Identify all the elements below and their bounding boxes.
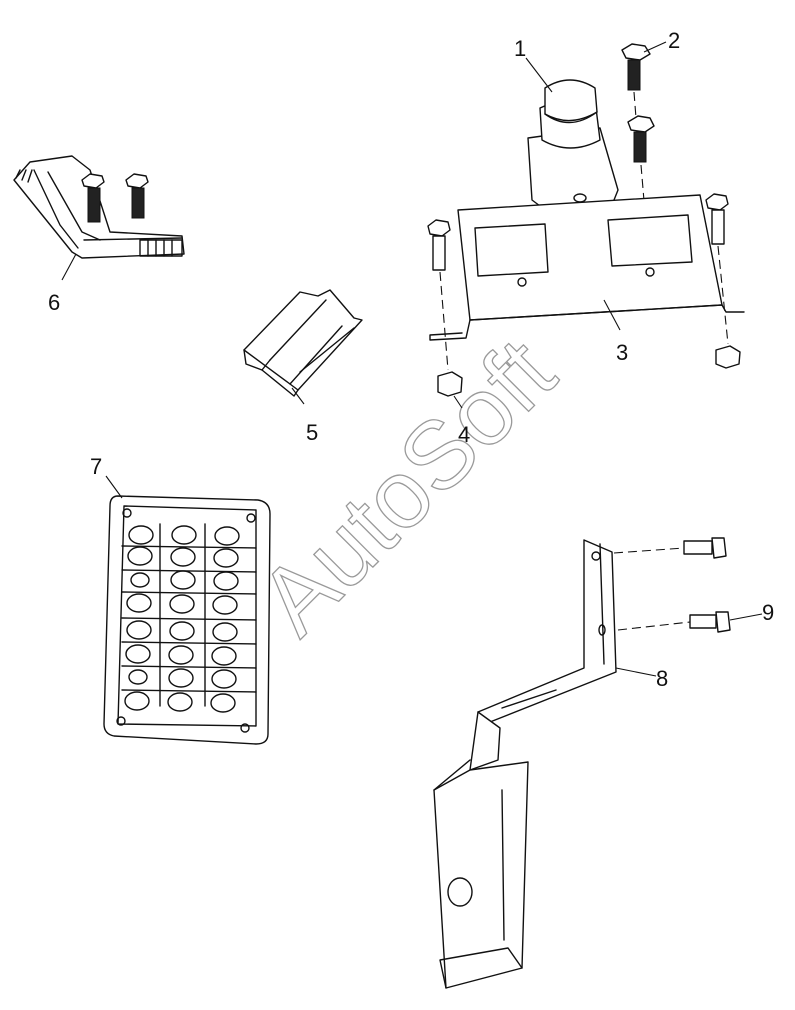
part-9-flange-bolts: [613, 537, 731, 633]
part-8-mounting-bracket: [433, 539, 617, 989]
leader-lines: [61, 41, 763, 677]
part-6-terminal-block: [13, 155, 185, 259]
callout-4: 4: [458, 422, 470, 447]
callout-3: 3: [616, 340, 628, 365]
callout-2: 2: [668, 28, 680, 53]
callout-8: 8: [656, 666, 668, 691]
part-5-connector-block: [243, 289, 363, 397]
callout-5: 5: [306, 420, 318, 445]
part-7-fuse-panel: [103, 495, 271, 745]
callout-6: 6: [48, 290, 60, 315]
callout-1: 1: [514, 36, 526, 61]
callout-9: 9: [762, 600, 774, 625]
fuse-slot-grid: [124, 525, 240, 713]
part-4-bolts-and-nuts: [427, 193, 741, 397]
part-3-bracket-plate: [429, 194, 745, 341]
callout-7: 7: [90, 454, 102, 479]
part-2-bolts: [621, 43, 655, 273]
